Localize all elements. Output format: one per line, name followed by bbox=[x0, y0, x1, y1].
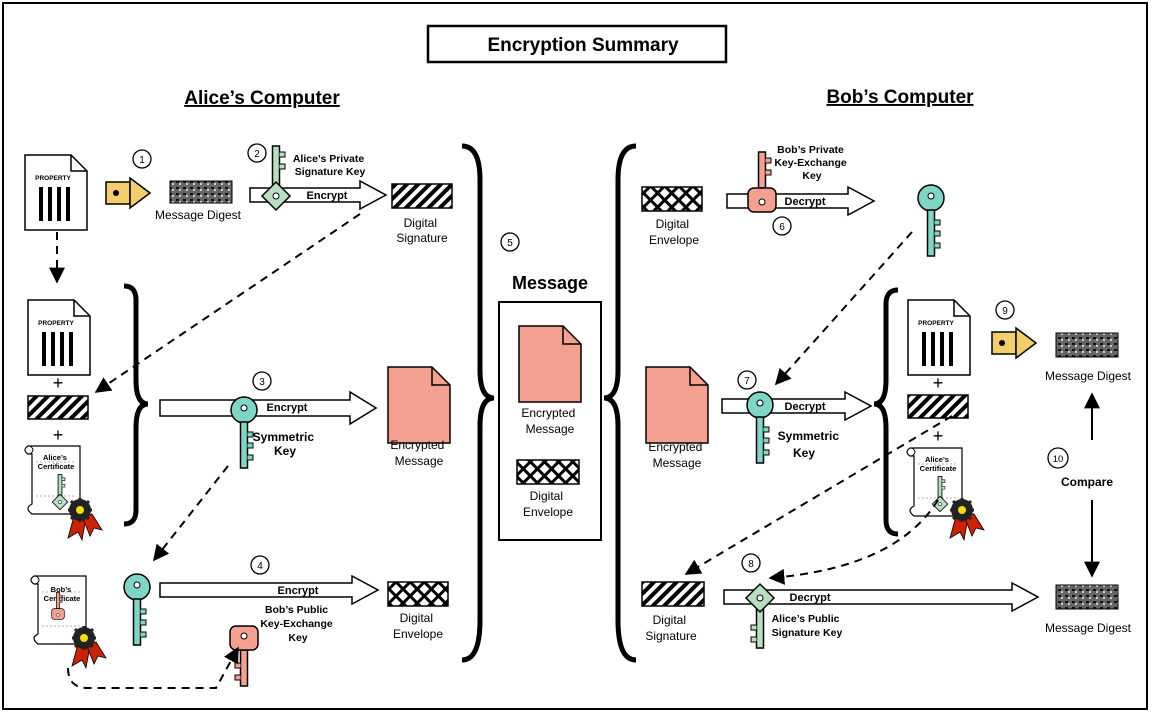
step-8-marker: 8 bbox=[741, 553, 761, 573]
left-message-brace bbox=[461, 143, 495, 663]
alice-bundle-document: PROPERTY bbox=[27, 299, 91, 376]
bob-alice-certificate-icon: Alice’s Certificate bbox=[906, 447, 965, 517]
alice-certificate-icon: Alice’s Certificate bbox=[24, 445, 83, 515]
bob-bundle-brace bbox=[873, 287, 899, 537]
alice-plaintext-document: PROPERTY bbox=[24, 154, 88, 231]
bundle-brace bbox=[123, 283, 149, 527]
step-9-marker: 9 bbox=[995, 300, 1015, 320]
alice-digital-envelope-icon bbox=[387, 581, 449, 607]
bob-bundle-signature-icon bbox=[907, 394, 969, 419]
certificate-key-to-encrypt-arrow bbox=[67, 646, 239, 689]
bob-certificate-icon: Bob’s Certificate bbox=[30, 575, 89, 645]
alice-encrypted-message-label: Encrypted Message bbox=[390, 438, 447, 468]
message-encrypted-message-label: Encrypted Message bbox=[521, 406, 578, 436]
plus-sign: + bbox=[53, 373, 64, 393]
step-1-marker: 1 bbox=[132, 149, 152, 169]
bob-signature-decrypt-arrow bbox=[723, 581, 1040, 613]
svg-text:Bob’s Certificate: Bob’s Certificate bbox=[44, 585, 81, 603]
alice-symmetric-key-label: Symmetric Key bbox=[253, 430, 318, 458]
message-digest-icon bbox=[169, 180, 233, 204]
plus-sign: + bbox=[53, 425, 64, 445]
plus-sign: + bbox=[933, 373, 944, 393]
bob-computed-digest-label: Message Digest bbox=[1045, 369, 1132, 383]
alice-public-key-label: Alice’s Public Signature Key bbox=[772, 613, 843, 639]
bob-decrypted-document: PROPERTY bbox=[907, 299, 971, 376]
message-digital-envelope-icon bbox=[516, 459, 580, 485]
plus-sign: + bbox=[933, 426, 944, 446]
message-encrypted-message-icon bbox=[518, 325, 582, 403]
bob-digital-envelope-label: Digital Envelope bbox=[649, 217, 699, 247]
step-10-marker: 10 bbox=[1047, 447, 1069, 469]
bob-digital-signature-label: Digital Signature bbox=[645, 613, 697, 643]
bob-computed-digest-icon bbox=[1055, 332, 1119, 358]
svg-text:7: 7 bbox=[744, 376, 750, 387]
svg-text:Alice’s Certificate: Alice’s Certificate bbox=[920, 455, 957, 473]
bob-private-key-label: Bob’s Private Key-Exchange Key bbox=[774, 144, 849, 182]
svg-text:9: 9 bbox=[1002, 306, 1008, 317]
bob-decrypted-digest-label: Message Digest bbox=[1045, 621, 1132, 635]
compare-label: Compare bbox=[1061, 475, 1113, 489]
bob-message-decrypt-label: Decrypt bbox=[785, 401, 826, 413]
recovered-key-to-decrypt-arrow bbox=[774, 231, 913, 386]
step-6-marker: 6 bbox=[772, 216, 792, 236]
bob-public-key-label: Bob’s Public Key-Exchange Key bbox=[260, 604, 335, 644]
certificate-public-key-arrow bbox=[768, 499, 939, 585]
message-heading: Message bbox=[512, 273, 588, 293]
right-message-brace bbox=[603, 143, 637, 663]
symmetric-key-to-envelope-arrow bbox=[153, 465, 229, 562]
bob-digital-envelope-icon bbox=[641, 186, 703, 212]
alice-message-digest-label: Message Digest bbox=[155, 208, 242, 222]
step-4-marker: 4 bbox=[250, 555, 270, 575]
alice-digital-signature-icon bbox=[391, 183, 453, 209]
alice-symmetric-encrypt-label: Encrypt bbox=[267, 402, 308, 414]
alice-symmetric-encrypt-arrow bbox=[159, 390, 378, 426]
bob-encrypted-message-label: Encrypted Message bbox=[648, 440, 705, 470]
svg-text:PROPERTY: PROPERTY bbox=[918, 320, 954, 327]
svg-text:5: 5 bbox=[507, 238, 513, 249]
svg-text:PROPERTY: PROPERTY bbox=[35, 175, 71, 182]
signature-to-bundle-arrow bbox=[94, 213, 361, 393]
svg-text:1: 1 bbox=[139, 155, 145, 166]
bob-decrypted-digest-icon bbox=[1055, 584, 1119, 610]
bob-symmetric-key-label: Symmetric Key bbox=[778, 429, 843, 460]
step-5-marker: 5 bbox=[500, 232, 520, 252]
bob-digital-signature-icon bbox=[641, 581, 705, 607]
bob-signature-decrypt-label: Decrypt bbox=[790, 592, 831, 604]
svg-text:Alice’s Certificate: Alice’s Certificate bbox=[38, 453, 75, 471]
alice-private-key-label: Alice’s Private Signature Key bbox=[293, 153, 367, 178]
step-7-marker: 7 bbox=[737, 370, 757, 390]
signature-extract-arrow bbox=[684, 415, 953, 575]
svg-text:3: 3 bbox=[259, 377, 265, 388]
message-digital-envelope-label: Digital Envelope bbox=[523, 489, 573, 519]
alice-encrypted-message-icon bbox=[387, 366, 451, 444]
title-box bbox=[426, 24, 728, 64]
bob-encrypted-message-icon bbox=[645, 366, 709, 444]
alice-bundle-signature-icon bbox=[27, 395, 89, 420]
svg-text:10: 10 bbox=[1053, 454, 1064, 465]
alice-key-exchange-arrow bbox=[159, 574, 380, 606]
alice-sign-encrypt-label: Encrypt bbox=[307, 190, 348, 202]
bob-envelope-decrypt-label: Decrypt bbox=[785, 196, 826, 208]
alice-key-exchange-encrypt-label: Encrypt bbox=[278, 585, 319, 597]
svg-text:4: 4 bbox=[257, 561, 263, 572]
alice-digital-envelope-label: Digital Envelope bbox=[393, 611, 443, 641]
svg-text:2: 2 bbox=[254, 149, 260, 160]
svg-text:PROPERTY: PROPERTY bbox=[38, 320, 74, 327]
step-3-marker: 3 bbox=[252, 371, 272, 391]
svg-text:8: 8 bbox=[748, 559, 754, 570]
bob-heading: Bob’s Computer bbox=[826, 87, 974, 108]
alice-heading: Alice’s Computer bbox=[184, 88, 340, 109]
step-2-marker: 2 bbox=[247, 143, 267, 163]
svg-text:6: 6 bbox=[779, 222, 785, 233]
diagram-title: Encryption Summary bbox=[487, 35, 679, 56]
alice-digital-signature-label: Digital Signature bbox=[396, 216, 448, 245]
